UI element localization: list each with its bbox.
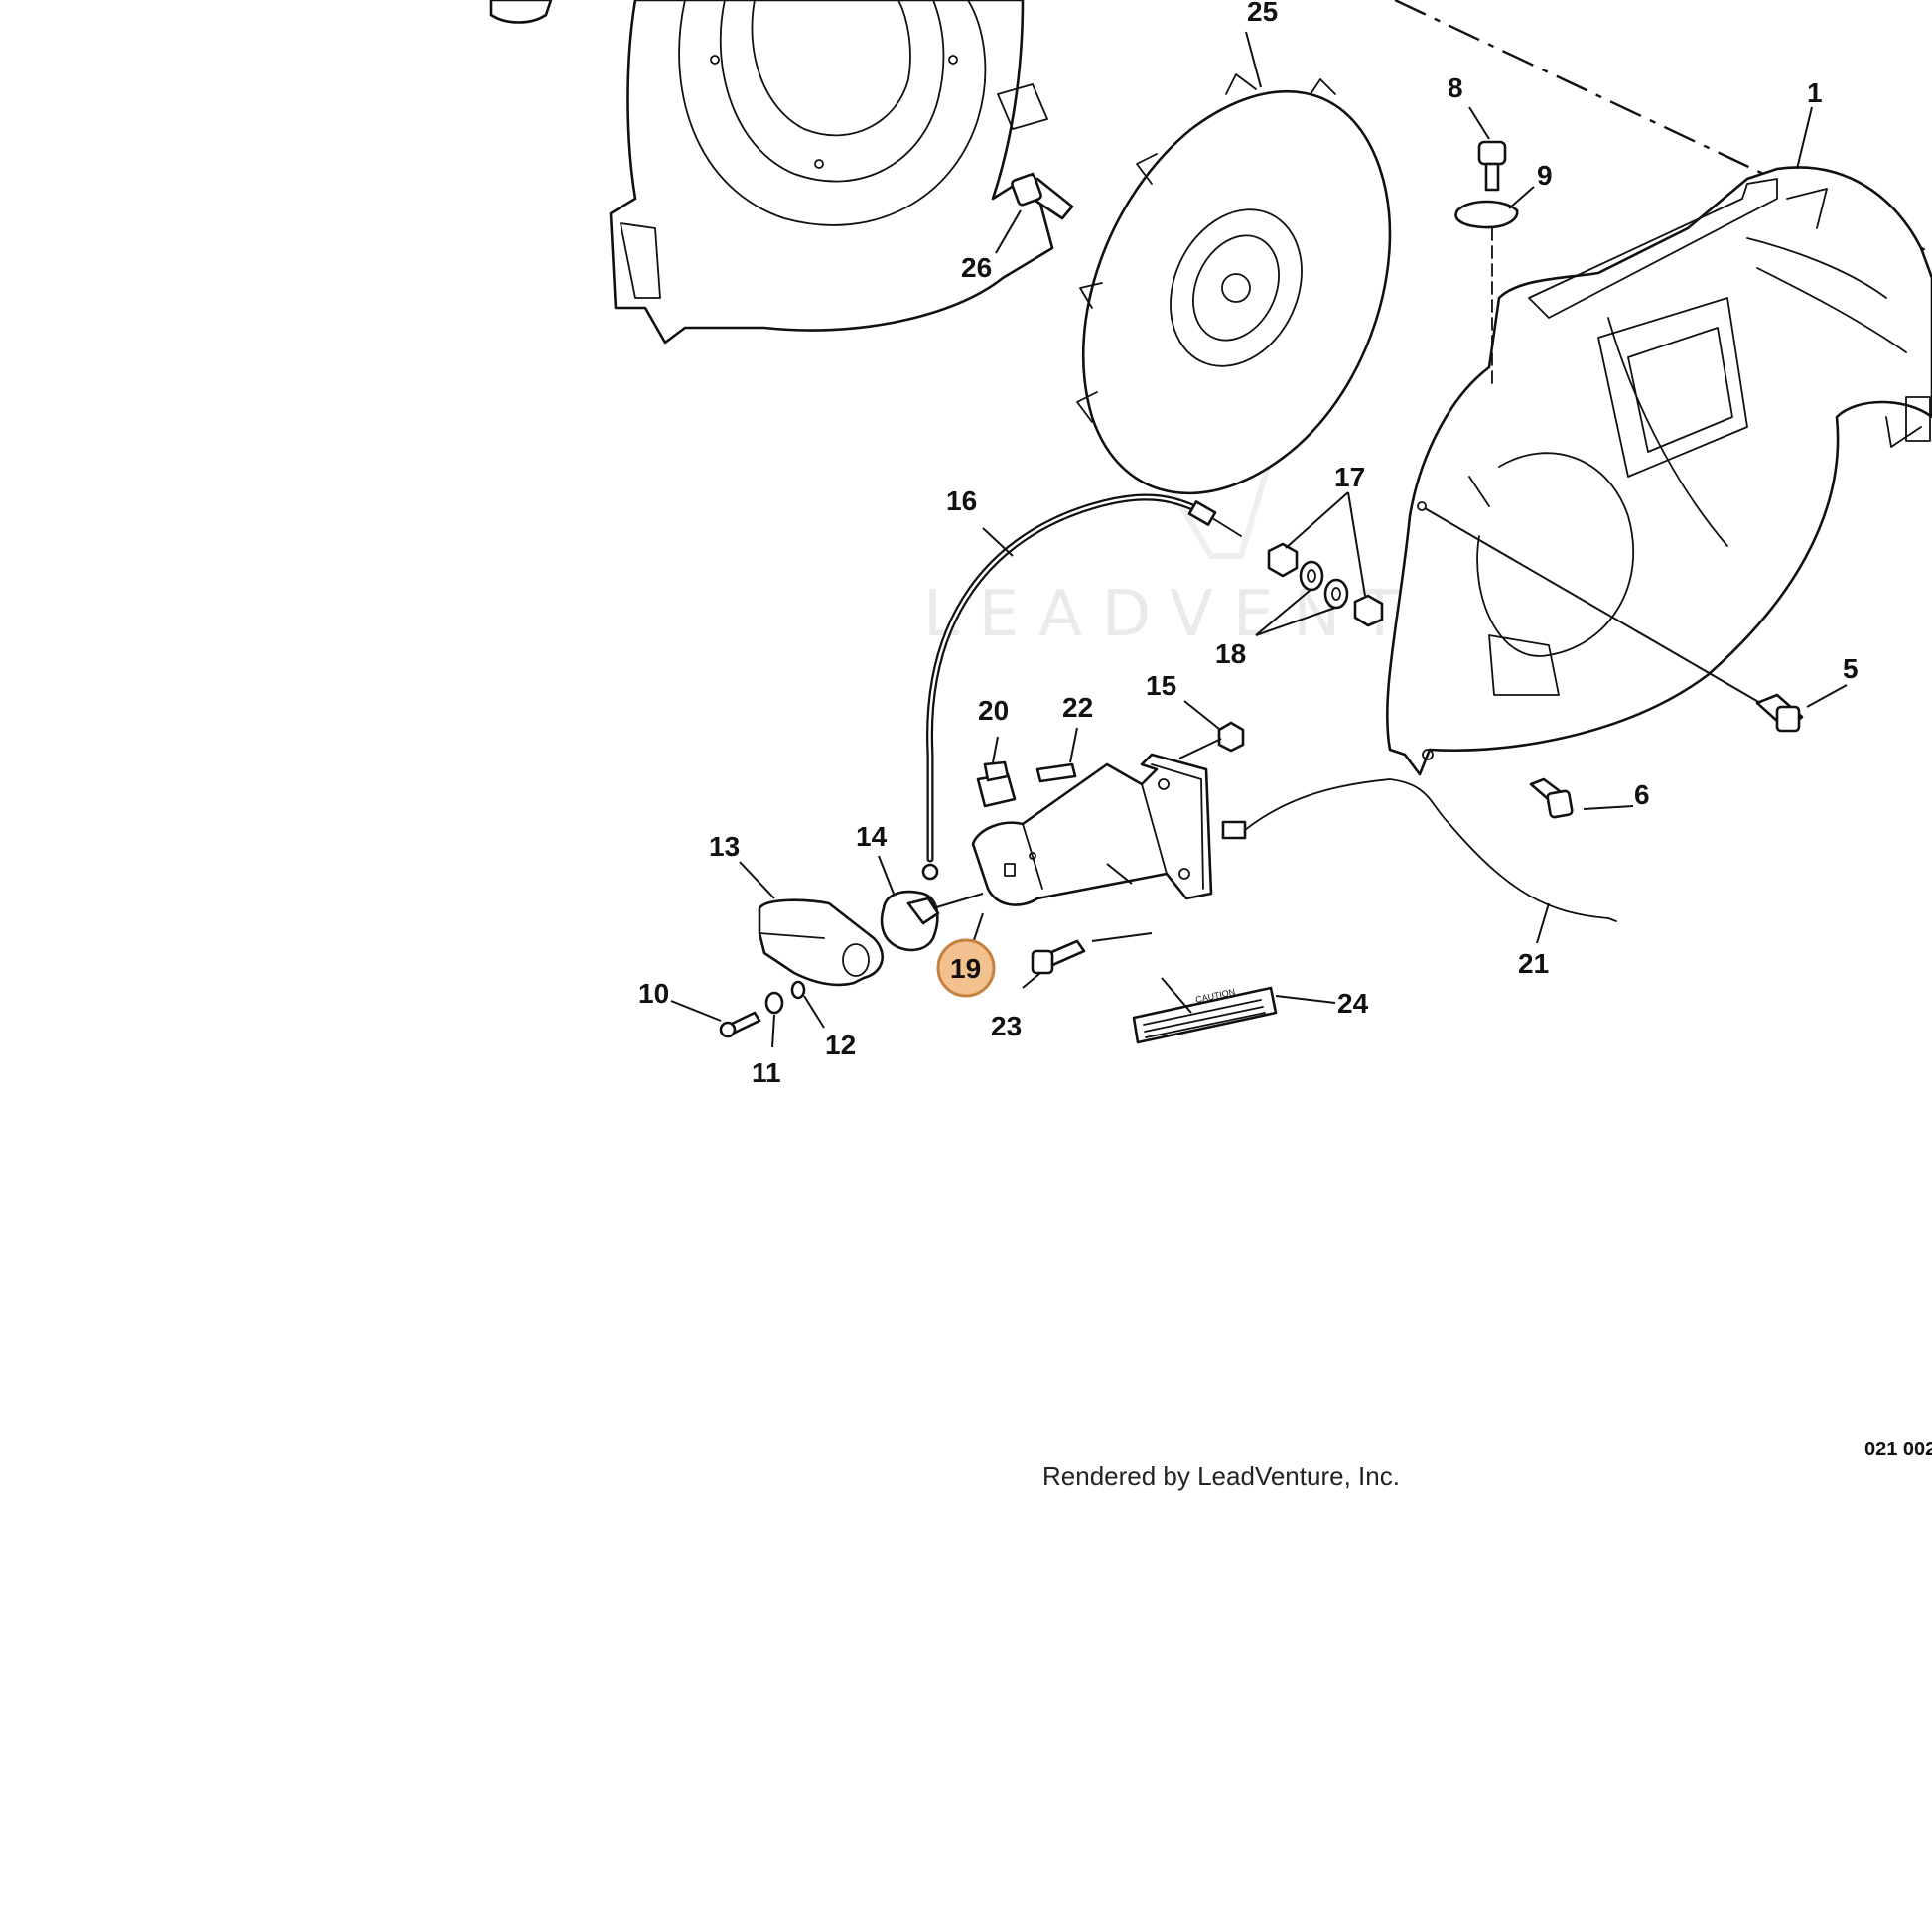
nut-15: [1217, 721, 1245, 753]
callout-12[interactable]: 12: [825, 1030, 856, 1060]
leader-line: [1424, 507, 1768, 708]
callout-20[interactable]: 20: [978, 695, 1009, 726]
callout-21[interactable]: 21: [1518, 948, 1549, 979]
callout-13[interactable]: 13: [709, 831, 740, 862]
bolt-23: [1031, 939, 1086, 975]
washer-18b: [1323, 578, 1349, 610]
callout-9[interactable]: 9: [1537, 160, 1553, 191]
nut-17b: [1353, 594, 1384, 627]
highlight-marker-19: [936, 938, 996, 998]
cable-21: [1221, 778, 1617, 922]
callout-22[interactable]: 22: [1062, 692, 1093, 723]
render-credit: Rendered by LeadVenture, Inc.: [1042, 1461, 1400, 1491]
callout-6[interactable]: 6: [1634, 779, 1650, 810]
callout-11[interactable]: 11: [752, 1057, 781, 1088]
callout-18[interactable]: 18: [1215, 638, 1246, 669]
fan-impeller: [1076, 73, 1392, 495]
bolt-26: [1011, 173, 1074, 220]
callout-26[interactable]: 26: [961, 252, 992, 283]
diagram-code: 021 002: [1864, 1439, 1932, 1460]
nut-17a: [1267, 542, 1299, 578]
lever-14: [880, 890, 940, 952]
washer-18a: [1299, 560, 1324, 592]
callout-25[interactable]: 25: [1247, 0, 1278, 27]
blower-housing: [1385, 166, 1932, 776]
washer-11: [764, 991, 784, 1015]
leader-lines: [670, 31, 1848, 1048]
callout-23[interactable]: 23: [991, 1011, 1022, 1041]
caution-decal-24: CAUTION: [1132, 986, 1278, 1044]
washer-12: [790, 980, 806, 1000]
callout-1[interactable]: 1: [1807, 77, 1823, 108]
plate-washer-9: [1454, 200, 1519, 229]
handle-19: [971, 753, 1213, 906]
callout-8[interactable]: 8: [1448, 72, 1463, 103]
bolt-8: [1477, 140, 1507, 192]
callout-labels: 1 5 6 8 9 10 11 12 13 14 15 16 17 18 19 …: [638, 0, 1859, 1088]
callout-16[interactable]: 16: [946, 485, 977, 516]
callout-19[interactable]: 19: [950, 953, 981, 984]
bolt-5: [1755, 693, 1804, 733]
callout-15[interactable]: 15: [1146, 670, 1176, 701]
callout-24[interactable]: 24: [1337, 988, 1369, 1019]
callout-5[interactable]: 5: [1843, 653, 1859, 684]
bolt-6: [1529, 777, 1574, 819]
screw-10: [719, 1011, 761, 1038]
blower-housing-half: [489, 0, 1054, 345]
cover-13: [758, 898, 884, 987]
callout-10[interactable]: 10: [638, 978, 669, 1009]
callout-14[interactable]: 14: [856, 821, 888, 852]
callout-17[interactable]: 17: [1334, 462, 1365, 492]
cable-16: [921, 493, 1242, 881]
decal-22: [1035, 762, 1077, 783]
switch-20: [976, 760, 1017, 808]
